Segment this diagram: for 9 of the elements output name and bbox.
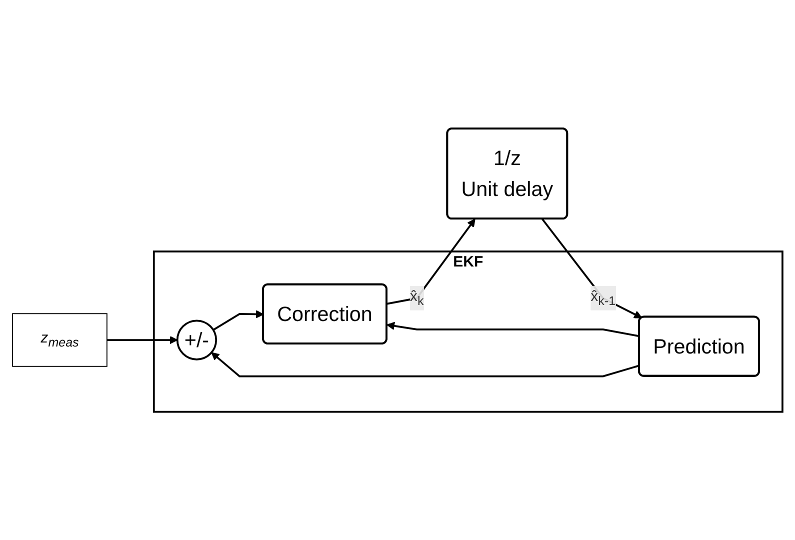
arrow	[211, 352, 640, 378]
edge-label: x̂$_{k}$	[410, 288, 424, 308]
node-circle: +/-	[176, 320, 218, 360]
arrow	[106, 336, 178, 344]
edge-label: x̂$_{k-1}$	[590, 288, 616, 308]
arrow	[386, 322, 640, 337]
node-box: z$_{meas}$	[12, 313, 108, 367]
arrow	[212, 310, 264, 331]
arrow	[542, 218, 642, 318]
